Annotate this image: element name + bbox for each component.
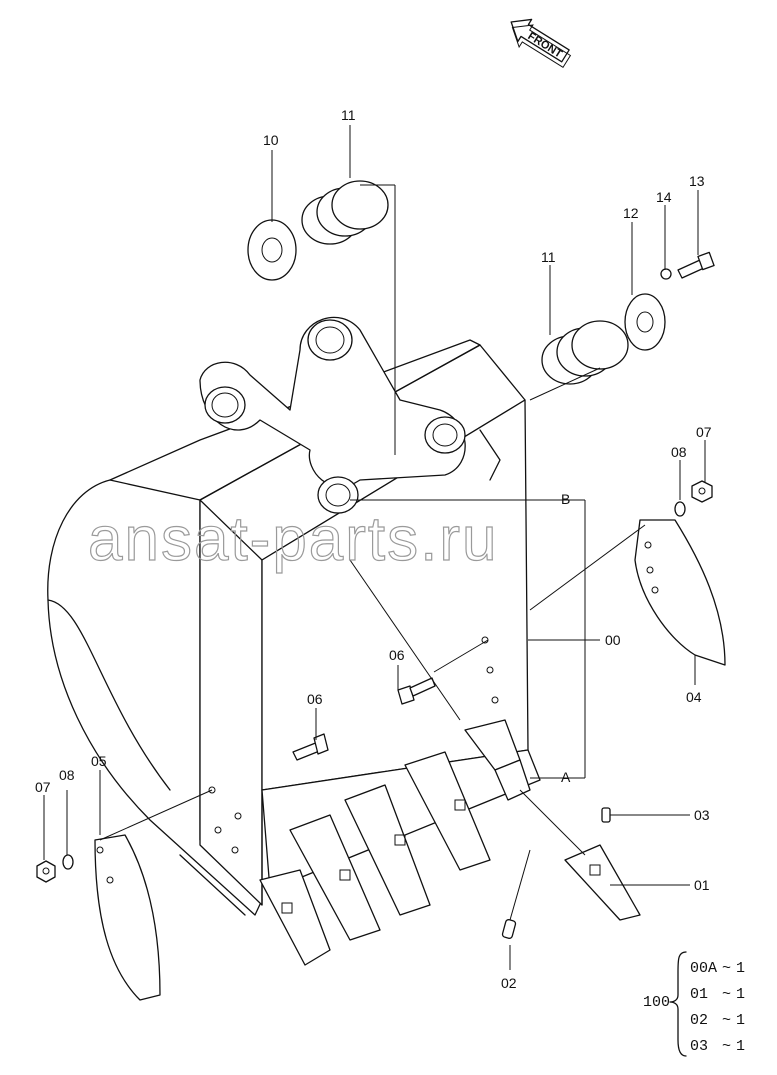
part-qty: 1 bbox=[736, 986, 745, 1003]
part-qty: 1 bbox=[736, 1012, 745, 1029]
callout-07-left: 07 bbox=[35, 779, 51, 795]
callout-03: 03 bbox=[694, 807, 710, 823]
quantity-row: 01 ~ 1 bbox=[690, 986, 745, 1003]
watermark: ansat-parts.ru bbox=[88, 505, 499, 574]
front-arrow-icon: FRONT bbox=[510, 18, 572, 69]
callout-05: 05 bbox=[91, 753, 107, 769]
callout-12: 12 bbox=[623, 205, 639, 221]
shims-11-top bbox=[301, 180, 389, 245]
part-qty: 1 bbox=[736, 1038, 745, 1055]
bolt-06-lower bbox=[292, 733, 329, 761]
range-sep: ~ bbox=[722, 1012, 731, 1029]
part-number: 03 bbox=[690, 1038, 708, 1055]
pin-02 bbox=[501, 919, 517, 939]
side-cutter-04 bbox=[634, 519, 726, 666]
washer-08-right bbox=[674, 501, 686, 517]
quantity-row: 03 ~ 1 bbox=[690, 1038, 745, 1055]
range-sep: ~ bbox=[722, 986, 731, 1003]
callout-08-right: 08 bbox=[671, 444, 687, 460]
part-number: 01 bbox=[690, 986, 708, 1003]
callout-11-top: 11 bbox=[341, 107, 356, 123]
callout-02: 02 bbox=[501, 975, 517, 991]
range-sep: ~ bbox=[722, 960, 731, 977]
callout-06-upper: 06 bbox=[389, 647, 405, 663]
callout-00: 00 bbox=[605, 632, 621, 648]
bucket-teeth bbox=[259, 719, 521, 966]
plate-12 bbox=[624, 293, 666, 351]
nut-07-right bbox=[691, 480, 713, 503]
pin-03 bbox=[601, 807, 611, 823]
callout-b: B bbox=[561, 491, 570, 507]
part-number: 00A bbox=[690, 960, 717, 977]
callout-08-left: 08 bbox=[59, 767, 75, 783]
assembly-number: 100 bbox=[643, 994, 670, 1011]
callout-labels: 10 11 11 12 14 13 07 08 B 00 06 06 04 A … bbox=[35, 107, 712, 991]
callout-07-right: 07 bbox=[696, 424, 712, 440]
part-number: 02 bbox=[690, 1012, 708, 1029]
boss-bracket bbox=[199, 316, 501, 514]
bucket-body bbox=[47, 339, 541, 916]
range-sep: ~ bbox=[722, 1038, 731, 1055]
leader-lines bbox=[43, 125, 706, 970]
shims-11-right bbox=[541, 320, 629, 385]
callout-14: 14 bbox=[656, 189, 672, 205]
tooth-point-01 bbox=[564, 844, 641, 921]
callout-13: 13 bbox=[689, 173, 705, 189]
quantity-row: 00A ~ 1 bbox=[690, 960, 745, 977]
quantity-row: 02 ~ 1 bbox=[690, 1012, 745, 1029]
quantity-table: 100 00A ~ 1 01 ~ 1 02 ~ 1 03 ~ 1 bbox=[643, 951, 745, 1057]
part-qty: 1 bbox=[736, 960, 745, 977]
side-cutter-05 bbox=[94, 834, 161, 1001]
callout-10: 10 bbox=[263, 132, 279, 148]
callout-06-lower: 06 bbox=[307, 691, 323, 707]
adapter bbox=[494, 759, 531, 801]
bolt-13 bbox=[660, 251, 715, 280]
bolt-06-upper bbox=[397, 677, 436, 705]
callout-11-right: 11 bbox=[541, 249, 556, 265]
nut-07-left bbox=[36, 860, 56, 883]
washer-10 bbox=[247, 219, 297, 281]
callout-04: 04 bbox=[686, 689, 702, 705]
callout-01: 01 bbox=[694, 877, 710, 893]
washer-08-left bbox=[62, 854, 74, 870]
callout-a: A bbox=[561, 769, 571, 785]
